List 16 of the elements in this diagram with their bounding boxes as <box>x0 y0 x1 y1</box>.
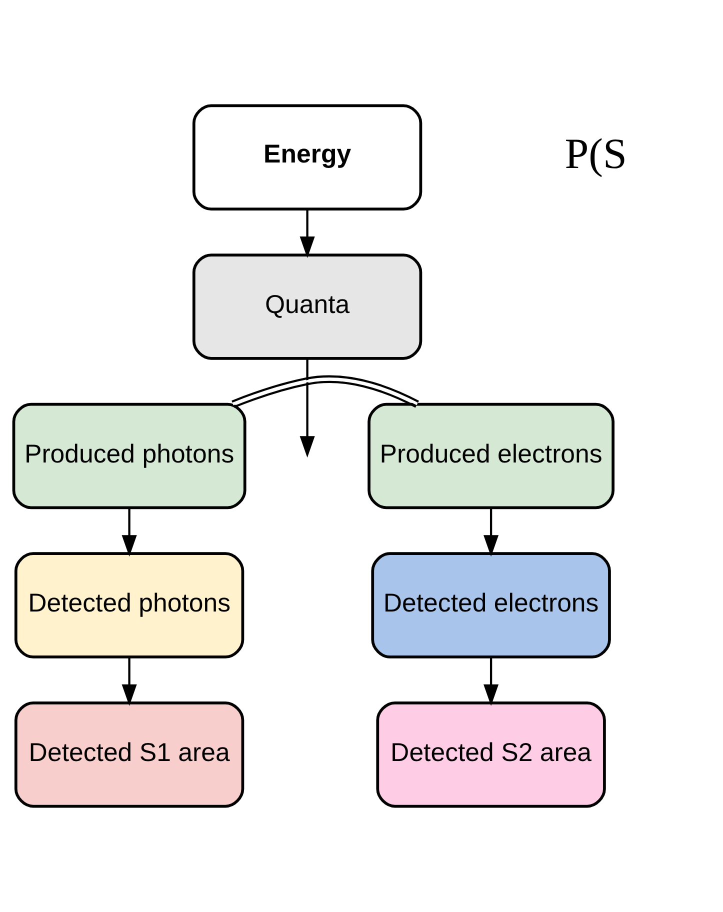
node-box: Produced electrons <box>368 402 614 510</box>
node-box: Produced photons <box>12 402 246 510</box>
arrow <box>300 358 315 458</box>
node-box: Detected photons <box>14 552 244 658</box>
arrow <box>122 657 137 706</box>
connector <box>232 375 419 408</box>
node-box: Energy <box>192 104 422 211</box>
arrow <box>484 508 499 557</box>
node-box: Detected electrons <box>371 552 611 658</box>
node-box: Detected S2 area <box>376 701 606 808</box>
label: P(S <box>564 131 627 178</box>
arrow <box>484 657 499 706</box>
node-box: Quanta <box>192 254 422 360</box>
arrow <box>300 209 315 258</box>
node-box: Detected S1 area <box>14 701 244 808</box>
arrow <box>122 508 137 557</box>
